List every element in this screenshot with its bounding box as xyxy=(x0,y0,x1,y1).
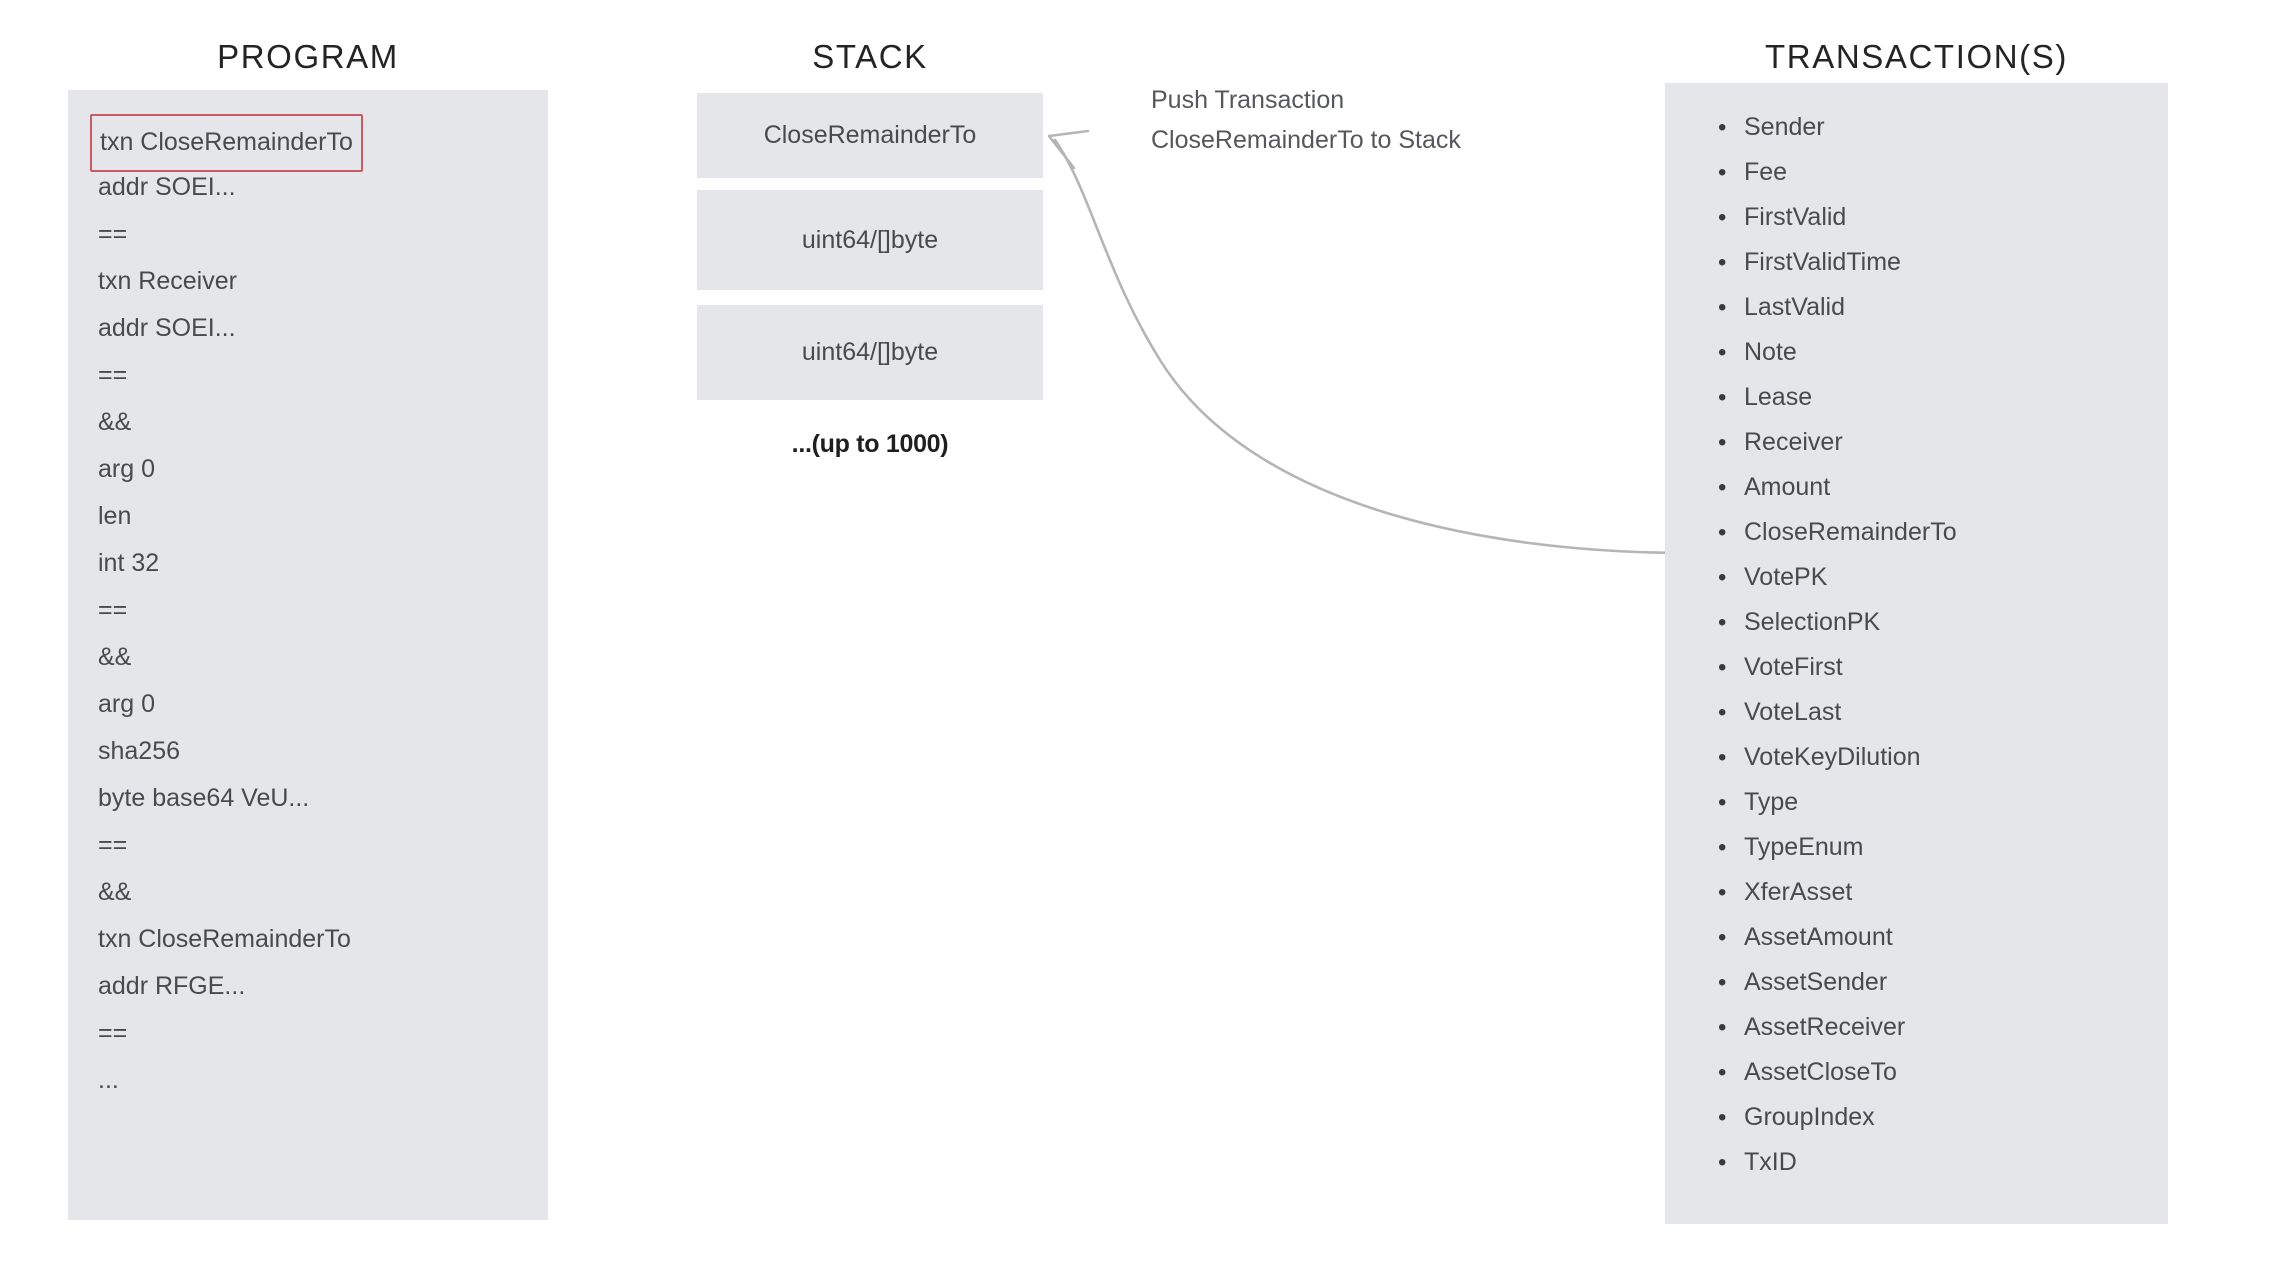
stack-capacity-note: ...(up to 1000) xyxy=(791,430,949,458)
program-instruction-text: == xyxy=(98,220,128,248)
program-instruction-line: && xyxy=(98,631,538,678)
stack-column-title: STACK xyxy=(812,38,928,75)
program-instruction-highlighted: txn CloseRemainderTo xyxy=(90,114,363,172)
program-instruction-line: sha256 xyxy=(98,725,538,772)
program-instruction-text: ... xyxy=(98,1066,119,1094)
program-instruction-line: txn Receiver xyxy=(98,255,538,302)
program-instruction-line: == xyxy=(98,584,538,631)
stack-slot-bottom: uint64/[]byte xyxy=(697,305,1043,400)
transaction-field-item: FirstValid xyxy=(1718,195,2158,240)
program-instruction-text: arg 0 xyxy=(98,690,155,718)
transaction-field-item: Receiver xyxy=(1718,420,2158,465)
transaction-field-item: TypeEnum xyxy=(1718,825,2158,870)
stack-slot-label: uint64/[]byte xyxy=(801,225,939,254)
transaction-field-item: VoteLast xyxy=(1718,690,2158,735)
program-instruction-line: addr SOEI... xyxy=(98,161,538,208)
program-instruction-line: == xyxy=(98,208,538,255)
program-instruction-line: == xyxy=(98,819,538,866)
push-annotation: Push Transaction CloseRemainderTo to Sta… xyxy=(1151,80,1631,160)
program-instruction-text: == xyxy=(98,596,128,624)
program-instruction-line: addr RFGE... xyxy=(98,960,538,1007)
program-instruction-line: ... xyxy=(98,1054,538,1101)
push-arrow-head xyxy=(1047,129,1090,170)
transaction-field-item: TxID xyxy=(1718,1140,2158,1185)
transaction-field-item: AssetAmount xyxy=(1718,915,2158,960)
program-instruction-line: arg 0 xyxy=(98,678,538,725)
transaction-field-item: Amount xyxy=(1718,465,2158,510)
transaction-field-list: SenderFeeFirstValidFirstValidTimeLastVal… xyxy=(1718,105,2158,1185)
program-instruction-line: addr SOEI... xyxy=(98,302,538,349)
transaction-field-item: VotePK xyxy=(1718,555,2158,600)
transaction-field-item: LastValid xyxy=(1718,285,2158,330)
program-instruction-text: byte base64 VeU... xyxy=(98,784,310,812)
push-arrow-curve xyxy=(1053,138,1692,555)
program-instruction-text: == xyxy=(98,361,128,389)
stack-slot-label: uint64/[]byte xyxy=(801,338,939,366)
stack-slot-middle: uint64/[]byte xyxy=(697,190,1043,290)
push-annotation-line-1: Push Transaction xyxy=(1151,86,1345,114)
program-instruction-line: int 32 xyxy=(98,537,538,584)
program-instruction-text: txn CloseRemainderTo xyxy=(98,925,351,953)
transaction-field-item: VoteFirst xyxy=(1718,645,2158,690)
program-instruction-text: int 32 xyxy=(98,549,160,577)
transaction-field-item: Note xyxy=(1718,330,2158,375)
transaction-field-item: XferAsset xyxy=(1718,870,2158,915)
transaction-field-item: AssetSender xyxy=(1718,960,2158,1005)
transaction-field-item: GroupIndex xyxy=(1718,1095,2158,1140)
stack-slot-label: CloseRemainderTo xyxy=(763,121,977,149)
program-instruction-text: len xyxy=(98,502,132,530)
transactions-column-title: TRANSACTION(S) xyxy=(1765,38,2068,75)
transaction-field-item: Fee xyxy=(1718,150,2158,195)
program-instruction-text: addr SOEI... xyxy=(98,314,236,342)
program-instruction-line: txn CloseRemainderTo xyxy=(90,114,538,172)
push-annotation-line-2: CloseRemainderTo to Stack xyxy=(1151,126,1461,154)
program-instruction-line: len xyxy=(98,490,538,537)
program-instruction-text: && xyxy=(98,643,132,671)
program-instruction-line: arg 0 xyxy=(98,443,538,490)
stack-slot-top: CloseRemainderTo xyxy=(697,93,1043,178)
program-column-title: PROGRAM xyxy=(217,38,399,75)
program-instruction-text: arg 0 xyxy=(98,455,155,483)
transaction-field-item: AssetReceiver xyxy=(1718,1005,2158,1050)
program-instruction-text: == xyxy=(98,1019,128,1047)
transaction-field-item: Sender xyxy=(1718,105,2158,150)
program-instruction-text: addr RFGE... xyxy=(98,972,246,1000)
transaction-field-item: VoteKeyDilution xyxy=(1718,735,2158,780)
program-instruction-text: addr SOEI... xyxy=(98,173,236,201)
transaction-field-item: Lease xyxy=(1718,375,2158,420)
transaction-field-item: CloseRemainderTo xyxy=(1718,510,2158,555)
transactions-panel: SenderFeeFirstValidFirstValidTimeLastVal… xyxy=(1665,83,2168,1224)
program-instruction-line: == xyxy=(98,349,538,396)
transaction-field-item: FirstValidTime xyxy=(1718,240,2158,285)
program-instruction-line: && xyxy=(98,866,538,913)
program-instruction-text: && xyxy=(98,408,132,436)
program-instruction-line: byte base64 VeU... xyxy=(98,772,538,819)
program-instruction-text: && xyxy=(98,878,132,906)
program-instruction-text: sha256 xyxy=(98,737,181,765)
transaction-field-item: SelectionPK xyxy=(1718,600,2158,645)
program-instruction-line: && xyxy=(98,396,538,443)
program-instruction-line: == xyxy=(98,1007,538,1054)
program-instruction-line: txn CloseRemainderTo xyxy=(98,913,538,960)
program-instruction-text: txn Receiver xyxy=(98,267,237,295)
program-instruction-text: == xyxy=(98,831,128,859)
transaction-field-item: AssetCloseTo xyxy=(1718,1050,2158,1095)
transaction-field-item: Type xyxy=(1718,780,2158,825)
